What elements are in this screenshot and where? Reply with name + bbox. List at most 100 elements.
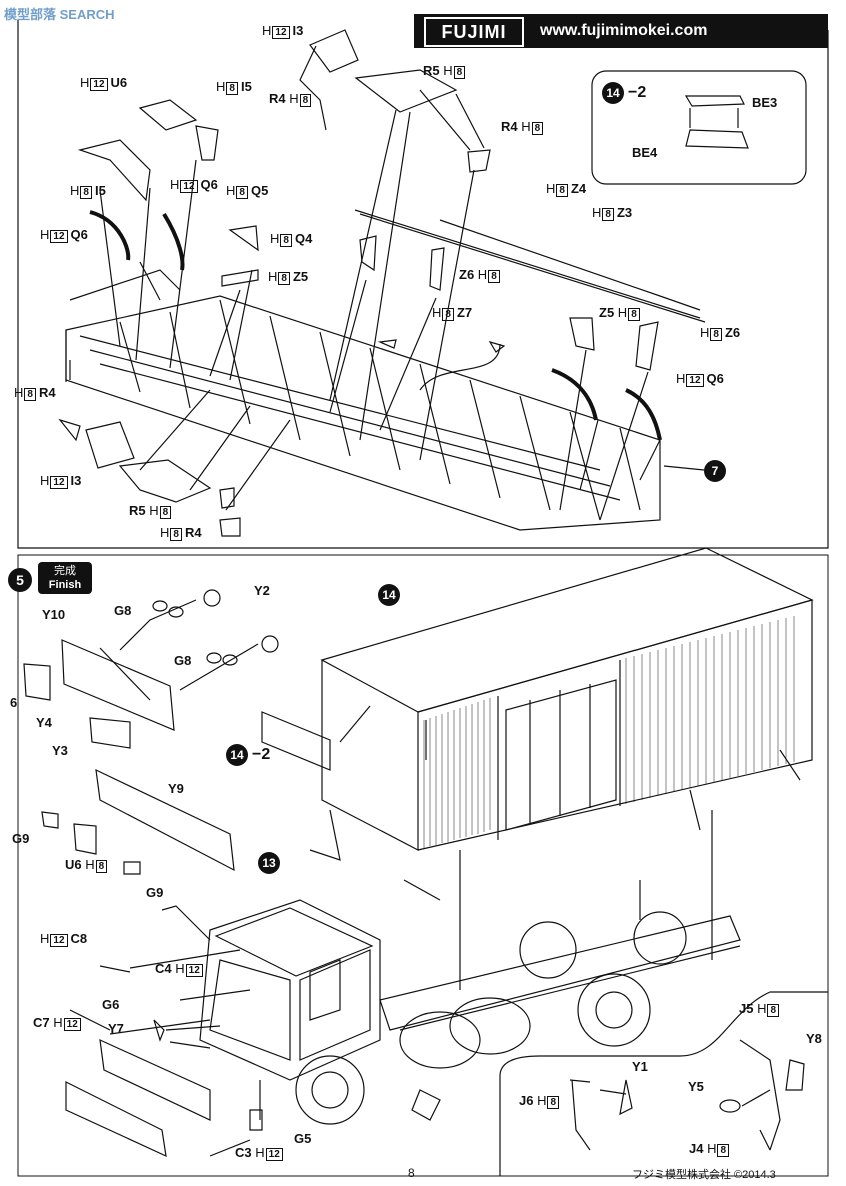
sprue-letter: H	[255, 1145, 265, 1160]
part-code: Y1	[632, 1059, 648, 1074]
part-code: R5	[129, 503, 146, 518]
sprue-number-box: 8	[602, 208, 614, 221]
part-code: J6	[519, 1093, 534, 1108]
part-label-y7: Y7	[108, 1022, 124, 1036]
sprue-letter: H	[546, 181, 556, 196]
sprue-letter: H	[707, 1141, 717, 1156]
part-code: Y8	[806, 1031, 822, 1046]
part-code: U6	[65, 857, 82, 872]
brand-url[interactable]: www.fujimimokei.com	[540, 22, 708, 39]
sprue-number-box: 12	[50, 476, 68, 489]
sprue-number-box: 8	[547, 1096, 560, 1109]
part-label-y10: Y10	[42, 608, 65, 622]
part-code: Z6	[724, 325, 741, 340]
part-code: Z5	[292, 269, 309, 284]
sprue-letter: H	[170, 177, 180, 192]
callout-step-7: 7	[704, 460, 726, 482]
sprue-letter: H	[80, 75, 90, 90]
sprue-number-box: 8	[717, 1144, 730, 1157]
part-label-g9b: G9	[146, 886, 163, 900]
part-label-y9: Y9	[168, 782, 184, 796]
part-code: Q4	[294, 231, 313, 246]
part-code: Z6	[459, 267, 475, 282]
callout-step-13: 13	[258, 852, 280, 874]
sprue-letter: H	[617, 305, 628, 320]
sprue-letter: H	[40, 227, 50, 242]
substep-number: 14	[602, 82, 624, 104]
part-code: G9	[146, 885, 164, 900]
part-code: C7	[33, 1015, 50, 1030]
sprue-number-box: 8	[299, 94, 312, 107]
part-label-y8: Y8	[806, 1032, 822, 1046]
part-label-y4: Y4	[36, 716, 52, 730]
callout-step-14-2: 14	[226, 744, 248, 766]
callout-step-14: 14	[378, 584, 400, 606]
sprue-number-box: 8	[442, 308, 454, 321]
part-label-y2: Y2	[254, 584, 270, 598]
sprue-number-box: 8	[488, 270, 500, 283]
part-code: G8	[174, 653, 192, 668]
part-code: I3	[292, 23, 304, 38]
part-code: I3	[70, 473, 82, 488]
sprue-number-box: 12	[90, 78, 108, 91]
part-label-g5: G5	[294, 1132, 311, 1146]
part-code: Q6	[706, 371, 724, 386]
fujimi-logo: FUJIMI	[424, 17, 524, 47]
part-code: J4	[689, 1141, 704, 1156]
part-code: Z3	[616, 205, 633, 220]
sprue-letter: H	[216, 79, 226, 94]
sprue-letter: H	[521, 119, 531, 134]
sprue-number-box: 8	[80, 186, 92, 199]
substep-suffix: −2	[628, 84, 647, 101]
part-code: G8	[114, 603, 132, 618]
sprue-number-box: 8	[556, 184, 568, 197]
sprue-number-box: 8	[24, 388, 36, 401]
sprue-letter: H	[676, 371, 686, 386]
part-label-y5: Y5	[688, 1080, 704, 1094]
part-code: Y10	[42, 607, 66, 622]
part-code: R4	[38, 385, 56, 400]
sprue-letter: H	[14, 385, 24, 400]
sprue-number-box: 8	[226, 82, 238, 95]
part-code: Q6	[200, 177, 218, 192]
sprue-letter: H	[757, 1001, 767, 1016]
sprue-letter: H	[270, 231, 280, 246]
sprue-letter: H	[432, 305, 442, 320]
part-code: Y2	[254, 583, 270, 598]
part-label-y3: Y3	[52, 744, 68, 758]
part-code: C3	[235, 1145, 252, 1160]
sprue-number-box: 8	[531, 122, 544, 135]
part-code: G9	[12, 831, 30, 846]
part-be3: BE3	[752, 95, 778, 110]
watermark: 模型部落 SEARCH	[4, 7, 115, 22]
part-code: Y5	[688, 1079, 704, 1094]
sprue-letter: H	[175, 961, 185, 976]
part-code: Y4	[36, 715, 52, 730]
part-code: U6	[110, 75, 128, 90]
sprue-number-box: 8	[767, 1004, 780, 1017]
part-code: Z5	[599, 305, 615, 320]
sprue-letter: H	[160, 525, 170, 540]
